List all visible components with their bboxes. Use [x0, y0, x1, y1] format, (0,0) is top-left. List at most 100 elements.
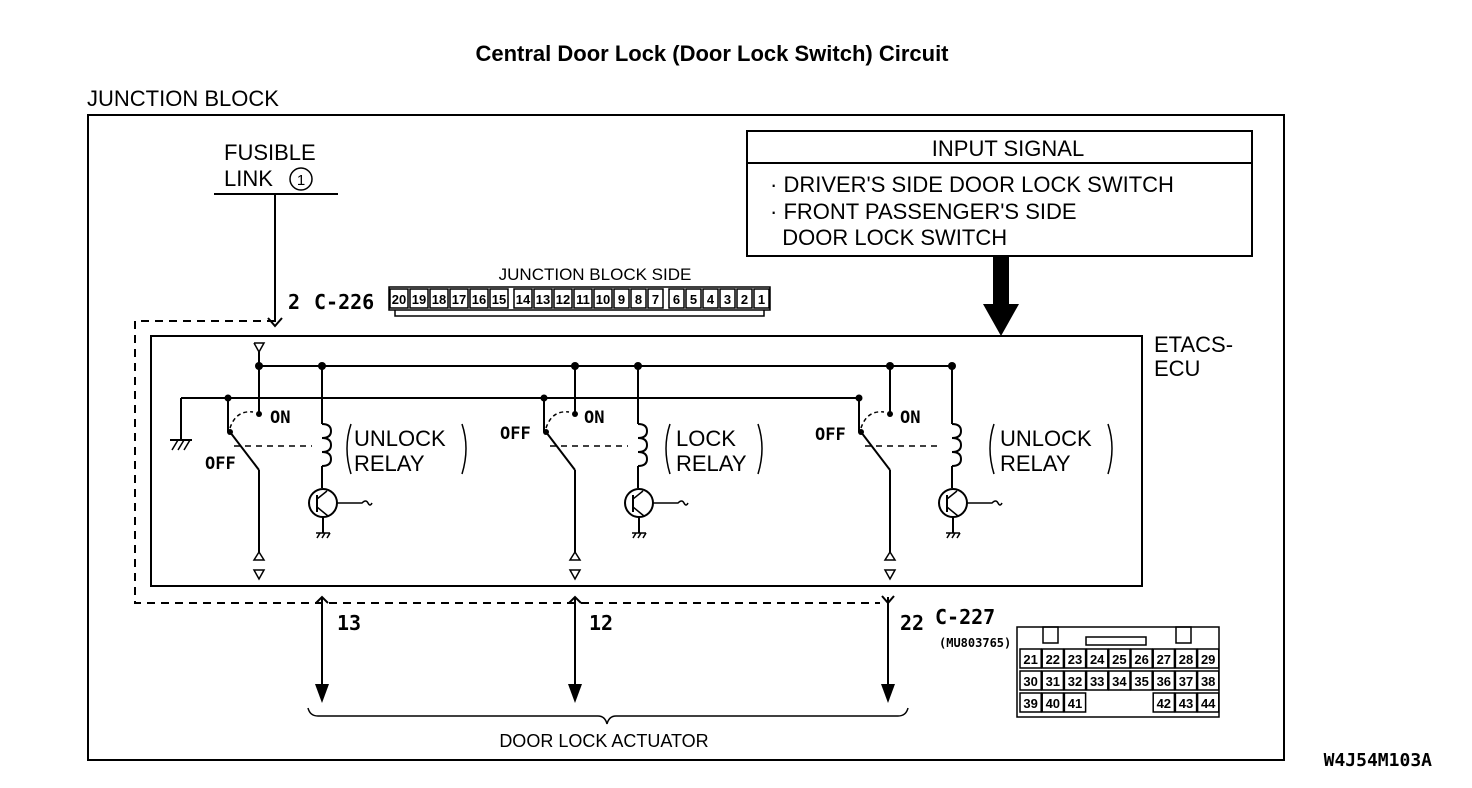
c227-pin-label: 37: [1179, 674, 1193, 689]
c227-pin: [1063, 692, 1087, 713]
c227-pin-label: 22: [1046, 652, 1060, 667]
junction-dashed-outline: [134, 320, 880, 604]
c226-pin-label: 13: [536, 292, 550, 307]
c227-pin: [1174, 648, 1198, 669]
c226-pin: [429, 288, 449, 309]
relay-switch-blade: [860, 431, 891, 471]
c226-pin-label: 9: [618, 292, 625, 307]
transistor-input: [653, 500, 689, 506]
relay-bracket-right: [1107, 423, 1113, 475]
c226-pin: [613, 288, 630, 309]
relay-bracket-left: [989, 423, 995, 475]
c227-pin: [1063, 670, 1087, 691]
ground-hatch: [183, 439, 191, 451]
c227-id: C-227: [935, 605, 995, 629]
c226-pin: [668, 288, 685, 309]
c226-id: C-226: [314, 290, 374, 314]
c227-pin-label: 33: [1090, 674, 1104, 689]
c226-pin: [469, 288, 489, 309]
c227-pin-label: 25: [1112, 652, 1126, 667]
c226-pin-label: 17: [452, 292, 466, 307]
ground-hatch: [956, 532, 961, 539]
c226-pin-label: 20: [392, 292, 406, 307]
input-signal-item: · FRONT PASSENGER'S SIDE: [770, 199, 1077, 224]
c227-pin-label: 28: [1179, 652, 1193, 667]
ground-hatch: [177, 439, 185, 451]
c226-pin-label: 5: [690, 292, 697, 307]
ground-hatch: [946, 532, 951, 539]
off-label: OFF: [815, 425, 846, 445]
c227-pin: [1174, 670, 1198, 691]
c226-pin: [449, 288, 469, 309]
switch-travel-arc: [545, 411, 570, 429]
c226-pin: [513, 288, 533, 309]
c226-pin: [702, 288, 719, 309]
ground-junction-dot: [540, 394, 548, 402]
c226-pin: [736, 288, 753, 309]
c227-latch: [1042, 626, 1059, 644]
pin-marker-upper: [252, 550, 266, 561]
c226-pin-label: 6: [673, 292, 680, 307]
c227-pin: [1152, 670, 1176, 691]
c226-pin-label: 8: [635, 292, 642, 307]
input-signal-item: · DRIVER'S SIDE DOOR LOCK SWITCH: [770, 172, 1174, 197]
switch-travel-arc: [229, 411, 254, 429]
c226-side-label: JUNCTION BLOCK SIDE: [499, 265, 692, 284]
c227-pin: [1108, 670, 1131, 691]
ground-hatch: [951, 532, 956, 539]
c227-pin-label: 30: [1023, 674, 1037, 689]
c227-pin-label: 42: [1157, 696, 1171, 711]
c227-pin: [1085, 670, 1109, 691]
c227-pin-label: 35: [1134, 674, 1148, 689]
relay-coil: [321, 423, 333, 467]
input-signal-box: INPUT SIGNAL · DRIVER'S SIDE DOOR LOCK S…: [746, 130, 1253, 336]
transistor-emitter: [632, 506, 645, 517]
actuator-brace: [307, 707, 909, 725]
etacs-ecu-box: [150, 335, 1143, 587]
c226-pin-label: 19: [412, 292, 426, 307]
c227-pin: [1130, 648, 1153, 669]
on-contact: [256, 411, 262, 417]
c227-pin: [1041, 670, 1065, 691]
transistor-collector: [316, 490, 328, 500]
c226-pin: [647, 288, 664, 309]
ground-junction-dot: [224, 394, 232, 402]
c226-pin-label: 18: [432, 292, 446, 307]
relay-name: UNLOCK: [354, 426, 446, 451]
c227-pin-label: 24: [1090, 652, 1105, 667]
relay-name: LOCK: [676, 426, 736, 451]
c227-pin: [1041, 648, 1065, 669]
c226-pin-label: 3: [724, 292, 731, 307]
pin-marker-upper: [883, 550, 897, 561]
bus-input-marker: [253, 342, 266, 354]
output-pin-number: 22: [900, 611, 924, 635]
output-arrow: [881, 684, 895, 703]
c226-pin-label: 15: [492, 292, 506, 307]
input-signal-header: INPUT SIGNAL: [932, 136, 1084, 161]
junction-block-frame: [87, 114, 1285, 761]
c226-pin: [389, 288, 409, 309]
ground-hatch: [321, 532, 326, 539]
ground-hatch: [326, 532, 331, 539]
relay-bracket-left: [665, 423, 671, 475]
c226-pin: [489, 288, 509, 309]
c227-pin-label: 32: [1068, 674, 1082, 689]
on-label: ON: [270, 408, 290, 428]
transistor-emitter: [316, 506, 329, 517]
c226-pin: [573, 288, 593, 309]
c227-pin: [1019, 692, 1042, 713]
c226-pin-label: 10: [596, 292, 610, 307]
input-arrow-shaft: [993, 256, 1009, 306]
relay-switch-blade: [229, 431, 260, 471]
c226-pin-number: 2: [288, 290, 300, 314]
pin-marker-upper: [568, 550, 582, 561]
junction-block-label: JUNCTION BLOCK: [87, 86, 279, 111]
relay-bracket-left: [346, 423, 352, 475]
c227-pin-label: 21: [1023, 652, 1037, 667]
c226-pin-label: 7: [652, 292, 659, 307]
fusible-link-number: 1: [297, 172, 305, 189]
c227-key: [1085, 636, 1147, 646]
relay-bracket-right: [461, 423, 467, 475]
